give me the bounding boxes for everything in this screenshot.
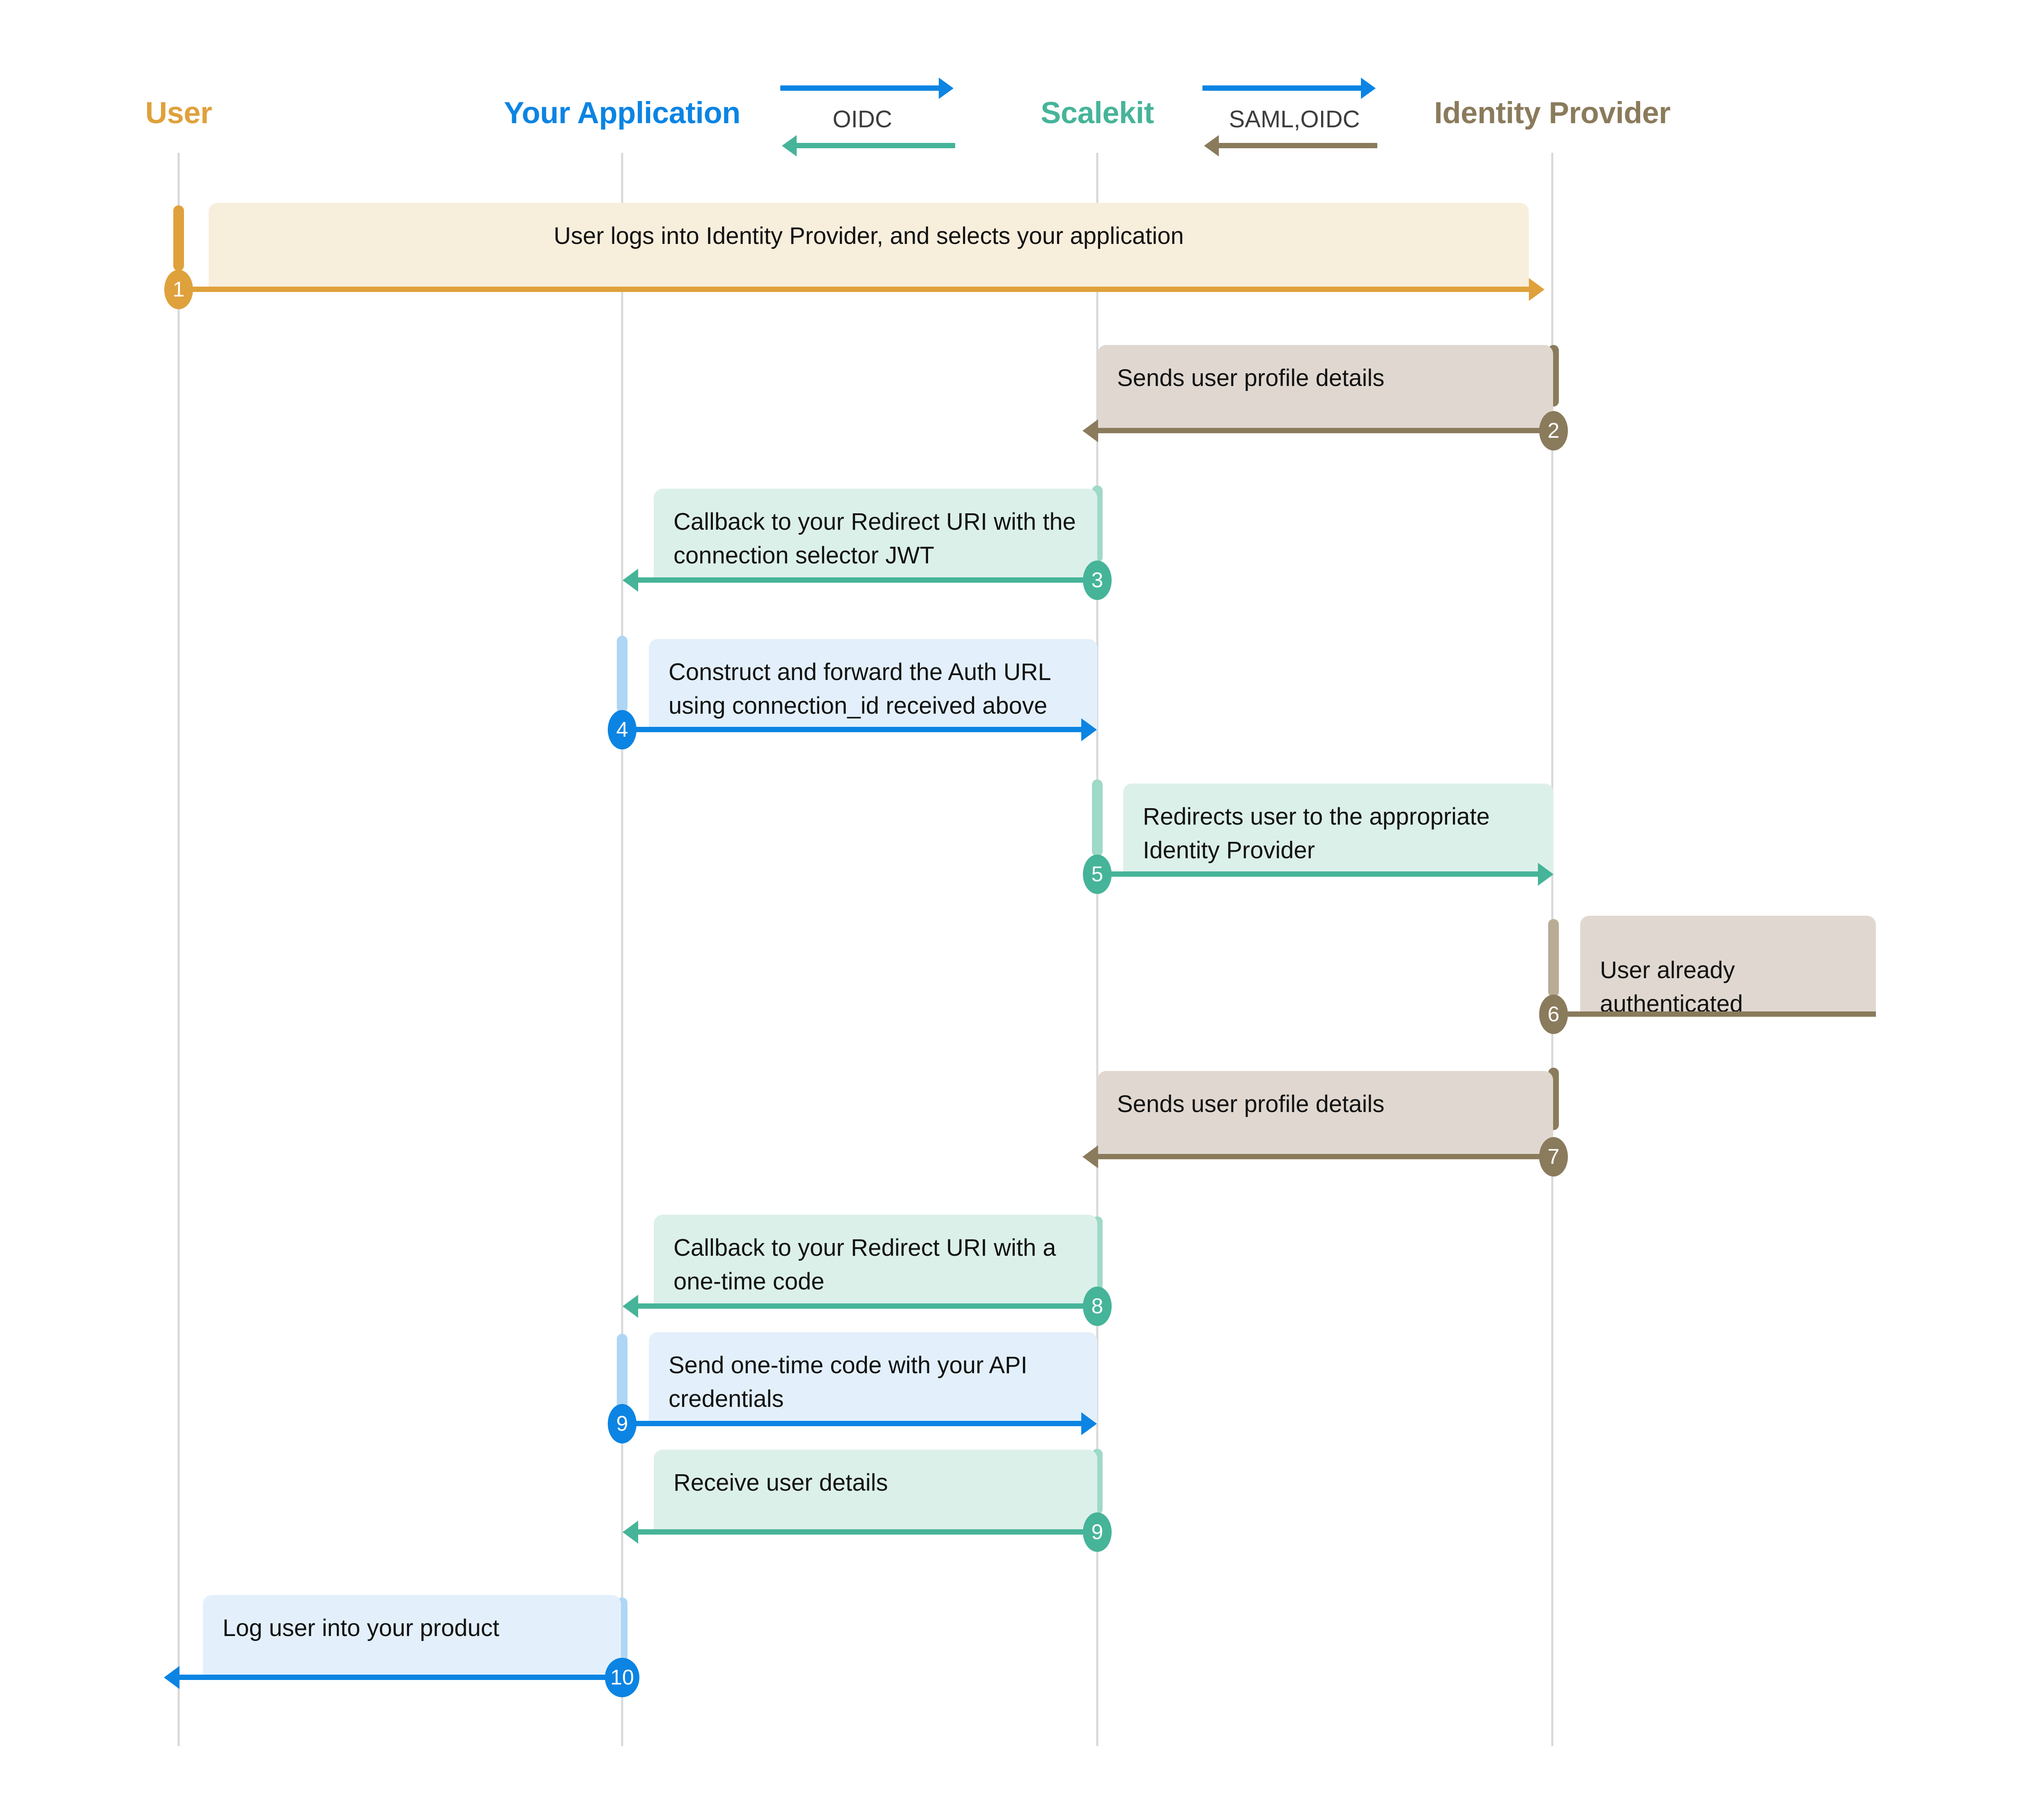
actor-label-your-application: Your Application (504, 96, 740, 130)
step-badge-10[interactable]: 10 (605, 1658, 639, 1697)
arrowhead-left-icon (164, 1666, 179, 1689)
message-band-step-3: Callback to your Redirect URI with the c… (654, 489, 1097, 580)
legend-saml-oidc-back-arrow (1204, 135, 1377, 156)
step-badge-6[interactable]: 6 (1539, 995, 1568, 1034)
activation-bar-application-9 (617, 1334, 627, 1411)
message-text-step-8: Callback to your Redirect URI with a one… (673, 1234, 1056, 1295)
activation-bar-application-4 (617, 636, 627, 713)
message-text-step-2: Sends user profile details (1117, 365, 1385, 391)
message-band-step-9-response: Receive user details (654, 1450, 1097, 1532)
actor-label-user: User (145, 96, 212, 130)
arrowhead-right-icon (1538, 862, 1554, 886)
activation-bar-scalekit-5 (1092, 779, 1103, 857)
message-arrow-step-1 (179, 278, 1544, 301)
step-badge-9-response[interactable]: 9 (1083, 1512, 1112, 1552)
message-band-step-10: Log user into your product (203, 1595, 621, 1677)
activation-bar-identity-provider-6 (1548, 919, 1559, 997)
message-band-step-9-request: Send one-time code with your API credent… (649, 1332, 1097, 1423)
message-arrow-step-10 (164, 1666, 622, 1689)
legend-oidc-forward-arrow (780, 77, 954, 99)
message-band-step-8: Callback to your Redirect URI with a one… (654, 1215, 1097, 1306)
actor-label-identity-provider: Identity Provider (1434, 96, 1671, 130)
message-arrow-step-7 (1082, 1145, 1554, 1168)
message-band-step-5: Redirects user to the appropriate Identi… (1123, 784, 1554, 875)
arrowhead-left-icon (623, 1520, 638, 1544)
arrowhead-left-icon (1082, 419, 1098, 442)
message-text-step-10: Log user into your product (223, 1615, 499, 1641)
arrowhead-left-icon (623, 1294, 638, 1318)
legend-oidc-label: OIDC (832, 106, 892, 133)
arrowhead-left-icon (782, 135, 797, 156)
message-band-step-7: Sends user profile details (1097, 1071, 1553, 1156)
lifeline-scalekit (1096, 153, 1099, 1746)
step-badge-4[interactable]: 4 (608, 710, 637, 749)
message-band-step-4: Construct and forward the Auth URL using… (649, 639, 1097, 730)
arrowhead-left-icon (1204, 135, 1219, 156)
message-arrow-step-8 (623, 1294, 1097, 1318)
step-badge-2[interactable]: 2 (1539, 411, 1568, 450)
step-badge-3[interactable]: 3 (1083, 561, 1112, 600)
step-badge-9-request[interactable]: 9 (608, 1404, 637, 1443)
arrowhead-left-icon (623, 568, 638, 592)
message-band-step-6: User already authenticated (1580, 916, 1876, 1017)
message-arrow-step-4 (622, 718, 1097, 741)
message-text-step-9-request: Send one-time code with your API credent… (669, 1352, 1027, 1413)
arrowhead-right-icon (1081, 1412, 1097, 1435)
arrowhead-right-icon (1361, 77, 1376, 99)
message-text-step-4: Construct and forward the Auth URL using… (669, 659, 1051, 719)
message-band-step-1: User logs into Identity Provider, and se… (209, 203, 1529, 289)
message-text-step-1: User logs into Identity Provider, and se… (554, 223, 1184, 249)
message-text-step-3: Callback to your Redirect URI with the c… (673, 508, 1076, 569)
message-arrow-step-5 (1097, 862, 1554, 886)
step-badge-7[interactable]: 7 (1539, 1137, 1568, 1177)
message-text-step-5: Redirects user to the appropriate Identi… (1143, 803, 1490, 864)
legend-saml-oidc-forward-arrow (1202, 77, 1376, 99)
message-arrow-step-2 (1082, 419, 1554, 442)
legend-saml-oidc-label: SAML,OIDC (1229, 106, 1360, 133)
message-text-step-7: Sends user profile details (1117, 1091, 1385, 1117)
message-band-step-2: Sends user profile details (1097, 345, 1553, 430)
message-text-step-6: User already authenticated (1600, 957, 1743, 1018)
step-badge-1[interactable]: 1 (164, 270, 193, 309)
lifeline-your-application (621, 153, 623, 1746)
arrowhead-right-icon (939, 77, 954, 99)
step-badge-5[interactable]: 5 (1083, 855, 1112, 894)
message-arrow-step-3 (623, 568, 1097, 592)
lifeline-user (177, 153, 180, 1746)
message-arrow-step-9-request (622, 1412, 1097, 1435)
message-arrow-step-9-response (623, 1520, 1097, 1544)
arrowhead-left-icon (1082, 1145, 1098, 1168)
arrowhead-right-icon (1529, 278, 1544, 301)
legend-oidc-back-arrow (782, 135, 955, 156)
activation-bar-user (173, 205, 184, 271)
step-badge-8[interactable]: 8 (1083, 1287, 1112, 1326)
message-text-step-9-response: Receive user details (673, 1469, 888, 1496)
arrowhead-right-icon (1081, 718, 1097, 741)
actor-label-scalekit: Scalekit (1041, 96, 1154, 130)
message-arrow-step-6 (1554, 1011, 1876, 1017)
